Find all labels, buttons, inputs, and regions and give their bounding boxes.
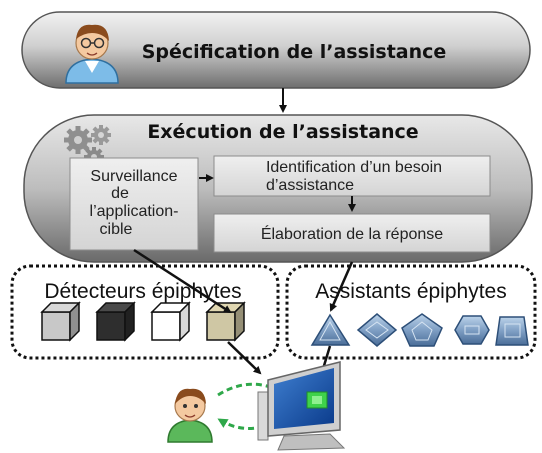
identification-box: Identification d’un besoin d’assistance bbox=[213, 155, 491, 197]
surveillance-line-3: l’application- bbox=[90, 203, 179, 220]
spec-title: Spécification de l’assistance bbox=[142, 41, 447, 63]
arrow-elaboration-to-assistant bbox=[329, 261, 354, 312]
surveillance-line-4: cible bbox=[100, 221, 133, 238]
identification-line-2: d’assistance bbox=[266, 177, 354, 194]
identification-line-1: Identification d’un besoin bbox=[266, 159, 442, 176]
assistant-pentagon bbox=[401, 313, 443, 347]
assistants-label: Assistants épiphytes bbox=[315, 280, 506, 303]
assistant-hexagon bbox=[454, 315, 490, 345]
assistant-shapes bbox=[310, 313, 529, 347]
assistant-diamond bbox=[356, 313, 398, 347]
specification-capsule: Spécification de l’assistance bbox=[21, 11, 531, 89]
arrow-surveillance-to-detector bbox=[133, 248, 232, 314]
detector-cube-3 bbox=[150, 301, 191, 342]
detector-cube-2 bbox=[95, 301, 136, 342]
surveillance-line-1: Surveillance bbox=[90, 168, 177, 185]
bottom-user-icon bbox=[167, 388, 213, 443]
detector-cube-4 bbox=[205, 301, 246, 342]
user-avatar-icon bbox=[65, 24, 119, 84]
assistant-triangle bbox=[310, 313, 351, 346]
surveillance-box: Surveillance de l’application- cible bbox=[69, 157, 199, 251]
elaboration-label: Élaboration de la réponse bbox=[261, 224, 443, 243]
surveillance-line-2: de bbox=[111, 185, 129, 202]
elaboration-box: Élaboration de la réponse bbox=[213, 213, 491, 253]
arrow-detector-to-computer bbox=[227, 341, 262, 375]
computer-monitor-icon bbox=[257, 361, 346, 451]
detector-cube-1 bbox=[40, 301, 81, 342]
exec-title: Exécution de l’assistance bbox=[147, 121, 418, 143]
assistant-trapezoid bbox=[495, 316, 529, 346]
detecteurs-label: Détecteurs épiphytes bbox=[44, 280, 241, 303]
detector-cubes bbox=[40, 301, 246, 342]
